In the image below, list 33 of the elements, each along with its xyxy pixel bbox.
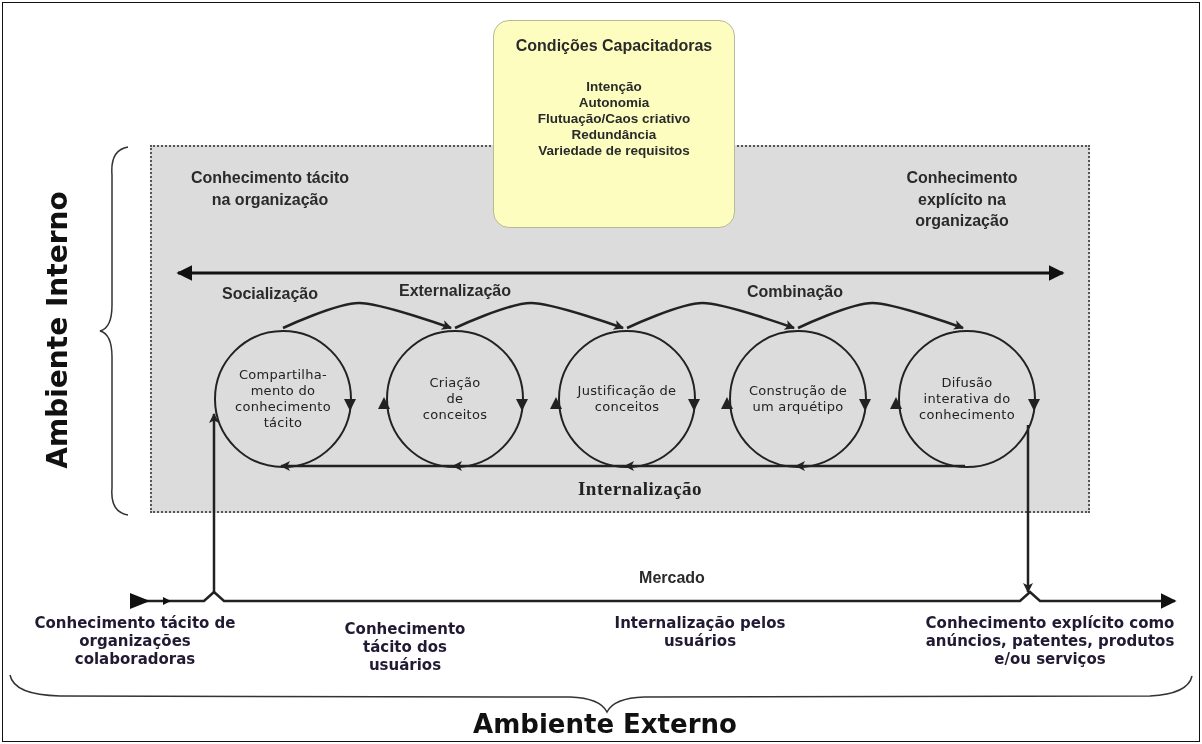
circle-label: Criação de conceitos bbox=[421, 374, 489, 424]
list-item: Intenção bbox=[586, 79, 642, 94]
circle-label: Compartilha-mento do conhecimento tácito bbox=[234, 366, 332, 432]
text-label: Conhecimento explícito na organização bbox=[905, 168, 1019, 232]
arrow bbox=[454, 301, 624, 330]
dotted-region-box bbox=[150, 145, 1090, 513]
arrow bbox=[797, 301, 964, 330]
arrow bbox=[1023, 425, 1033, 593]
box-heading: Condições Capacitadoras bbox=[515, 37, 713, 55]
conditions-box bbox=[493, 20, 735, 228]
list-item: Flutuação/Caos criativo bbox=[537, 111, 691, 126]
text-label: Conhecimento tácito dos usuários bbox=[343, 620, 467, 674]
environment-title: Ambiente Interno bbox=[43, 190, 73, 471]
text-label: Mercado bbox=[638, 568, 706, 588]
circle-label: Difusão interativa do conhecimento bbox=[918, 374, 1016, 424]
circle-label: Justificação de conceitos bbox=[577, 382, 677, 416]
text-label: Conhecimento tácito na organização bbox=[189, 168, 351, 210]
text-label: Conhecimento explícito como anúncios, patentes, produtos e/ou serviços bbox=[924, 614, 1176, 668]
list-item: Variedade de requisitos bbox=[538, 143, 690, 158]
arrow bbox=[626, 301, 795, 330]
list-item: Redundância bbox=[571, 127, 657, 142]
list-item: Autonomia bbox=[578, 95, 650, 110]
arrow bbox=[209, 413, 219, 592]
text-label: Combinação bbox=[746, 282, 844, 302]
text-label: Externalização bbox=[397, 281, 513, 301]
arrow bbox=[282, 301, 452, 330]
text-label: Conhecimento tácito de organizações colaboradoras bbox=[33, 614, 237, 668]
process-circle bbox=[214, 330, 352, 468]
environment-title: Ambiente Externo bbox=[472, 709, 738, 739]
text-label: Internalização pelos usuários bbox=[613, 614, 787, 650]
stage-label: Internalização bbox=[576, 478, 704, 500]
circle-label: Construção de um arquétipo bbox=[747, 382, 849, 416]
text-label: Socialização bbox=[220, 284, 319, 304]
